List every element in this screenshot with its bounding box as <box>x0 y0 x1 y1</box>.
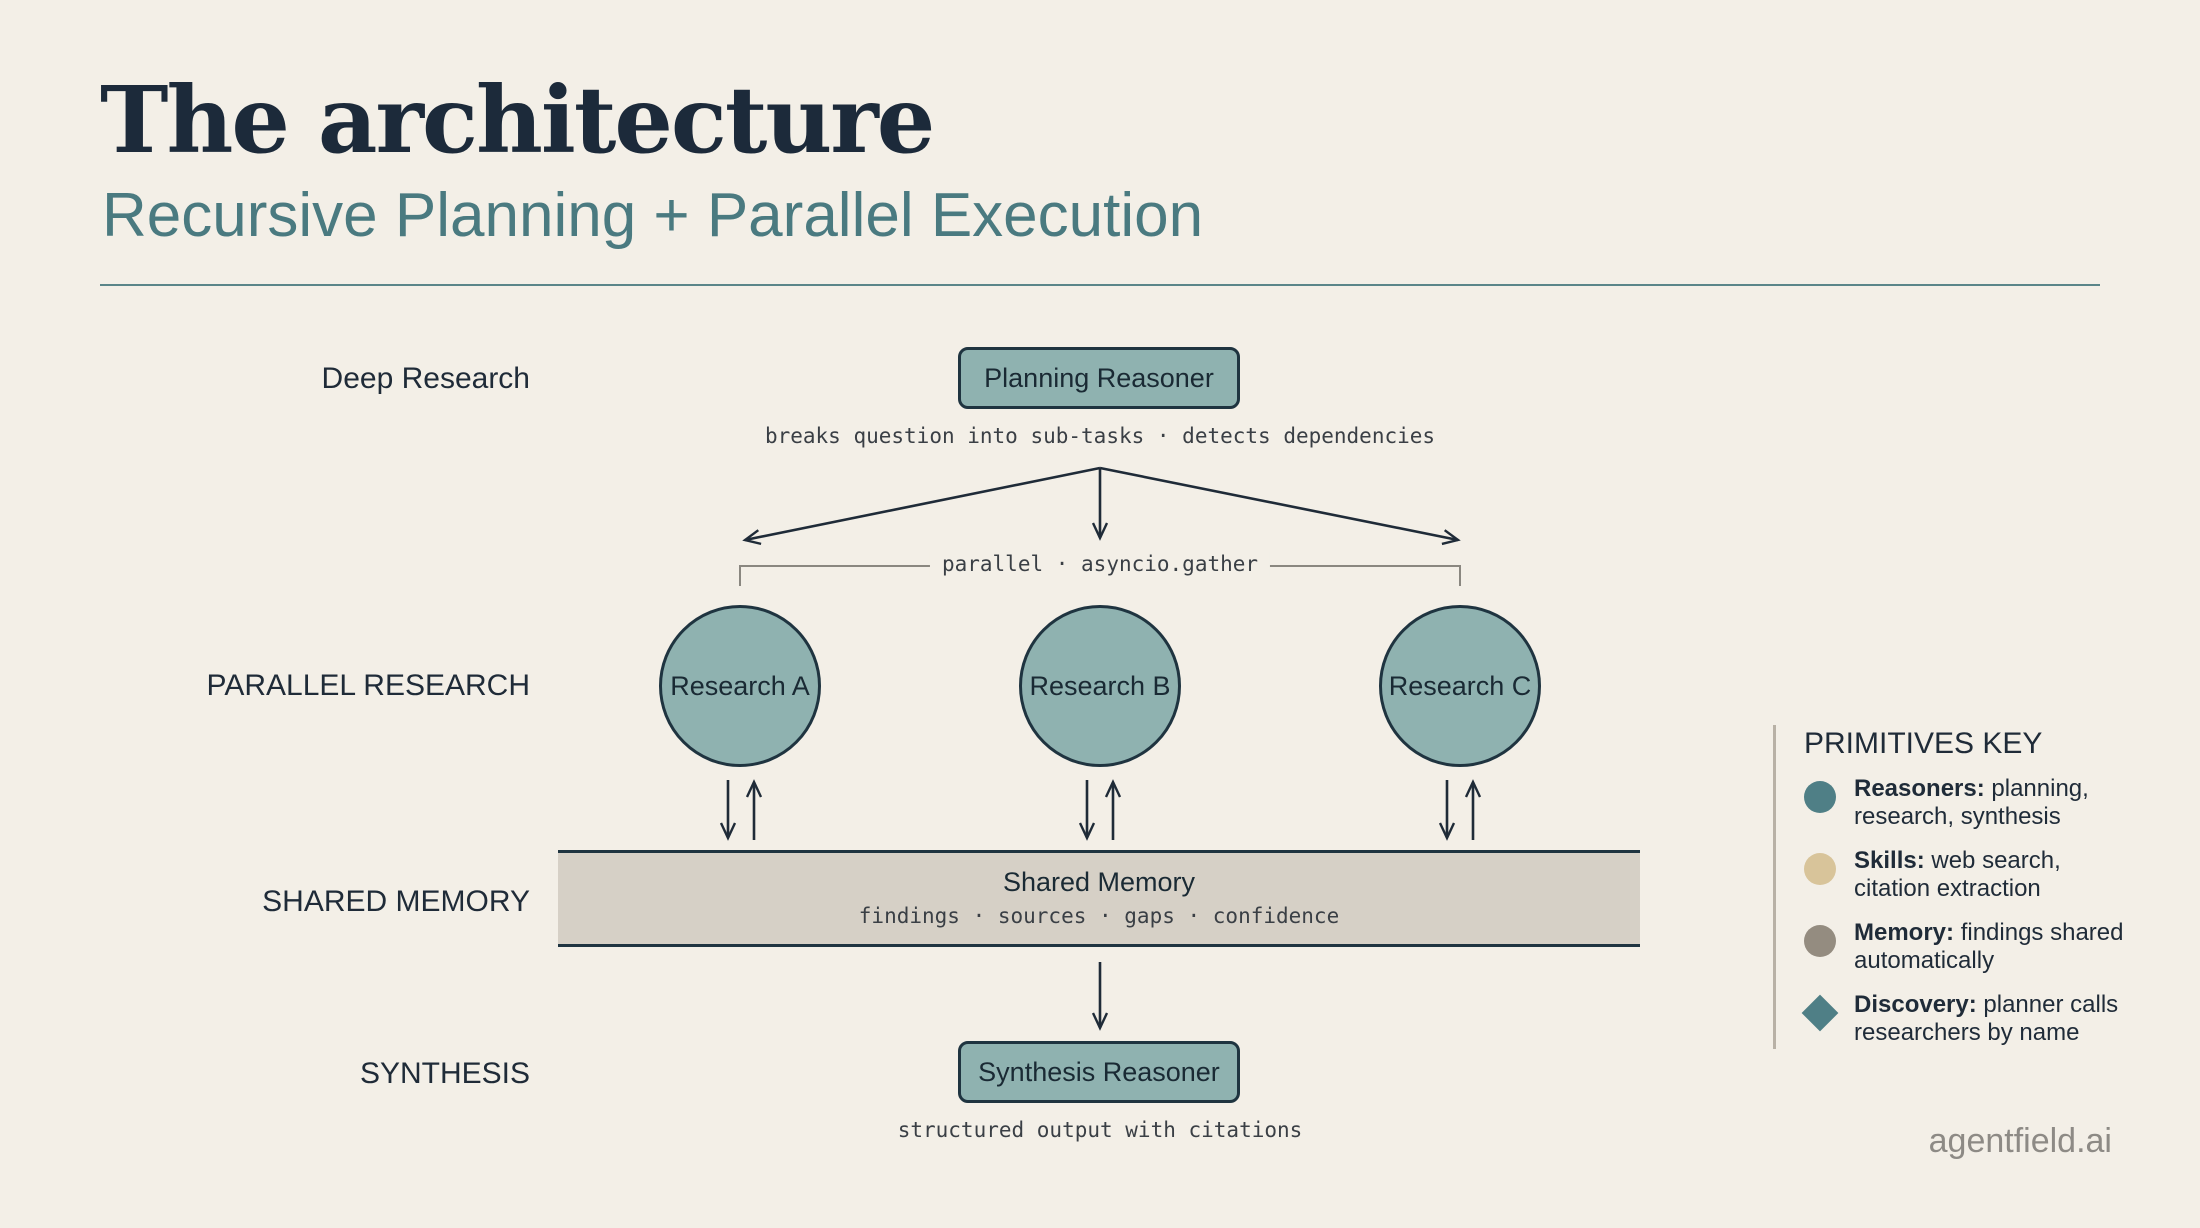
parallel-bracket <box>739 565 1461 586</box>
arrow-to-research-a <box>742 466 1101 546</box>
synthesis-caption: structured output with citations <box>897 1118 1303 1142</box>
title-divider <box>100 284 2100 286</box>
row-label-synthesis: SYNTHESIS <box>359 1057 530 1090</box>
planner-caption: breaks question into sub-tasks · detects… <box>764 424 1436 448</box>
key-item-desc: planner calls researchers by name <box>1854 991 2119 1046</box>
memory-arrows <box>719 779 1482 841</box>
skill-dot-icon <box>1804 853 1836 885</box>
key-item-desc: planning, research, synthesis <box>1854 775 2089 830</box>
synthesis-reasoner-node: Synthesis Reasoner <box>958 1041 1240 1103</box>
shared-memory-caption: findings · sources · gaps · confidence <box>858 904 1340 928</box>
brand-watermark: agentfield.ai <box>1928 1122 2112 1160</box>
fan-out-arrows <box>742 466 1461 546</box>
key-item-discovery: Discovery: planner calls researchers by … <box>1801 991 2133 1047</box>
page-subtitle: Recursive Planning + Parallel Execution <box>102 181 1204 250</box>
key-item-skills: Skills: web search, citation extraction <box>1804 847 2133 903</box>
arrow-to-research-c <box>1099 466 1461 546</box>
row-label-deep-research: Deep Research <box>321 362 530 395</box>
primitives-key: PRIMITIVES KEY Reasoners: planning, rese… <box>1773 725 2133 1049</box>
research-b-node: Research B <box>1019 605 1181 767</box>
row-label-shared-memory: SHARED MEMORY <box>262 885 530 918</box>
key-item-desc: findings shared automatically <box>1854 919 2124 974</box>
key-title: PRIMITIVES KEY <box>1804 727 2043 760</box>
shared-memory-band: Shared Memory findings · sources · gaps … <box>558 850 1640 947</box>
key-item-name: Skills: <box>1854 847 1925 874</box>
key-item-memory: Memory: findings shared automatically <box>1804 919 2133 975</box>
research-c-node: Research C <box>1379 605 1541 767</box>
page-title: The architecture <box>100 66 935 174</box>
discovery-diamond-icon <box>1801 994 1839 1032</box>
planning-reasoner-node: Planning Reasoner <box>958 347 1240 409</box>
reasoner-dot-icon <box>1804 781 1836 813</box>
memory-dot-icon <box>1804 925 1836 957</box>
row-label-parallel-research: PARALLEL RESEARCH <box>206 669 530 702</box>
key-item-reasoners: Reasoners: planning, research, synthesis <box>1804 775 2133 831</box>
research-a-node: Research A <box>659 605 821 767</box>
parallel-caption: parallel · asyncio.gather <box>929 552 1271 576</box>
key-item-name: Memory: <box>1854 919 1955 946</box>
key-item-name: Discovery: <box>1854 991 1977 1018</box>
shared-memory-title: Shared Memory <box>1002 867 1196 897</box>
key-item-desc: web search, citation extraction <box>1854 847 2061 902</box>
key-item-name: Reasoners: <box>1854 775 1985 802</box>
